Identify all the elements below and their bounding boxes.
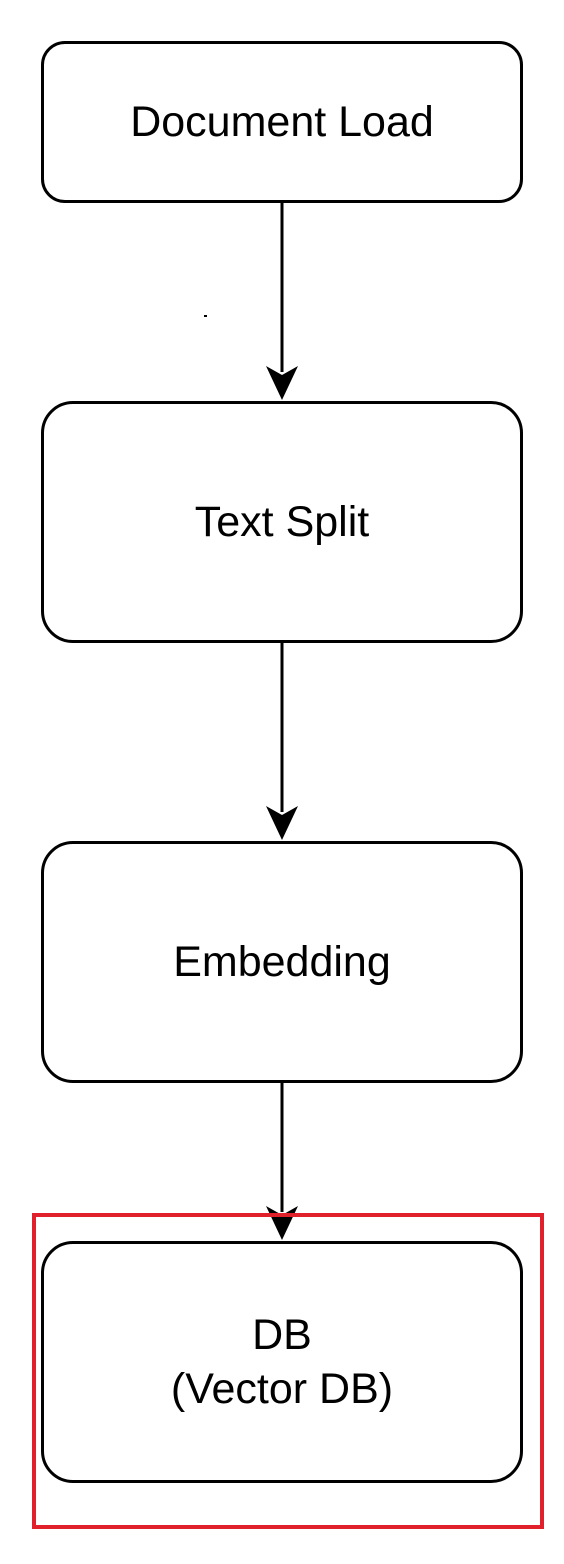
node-label: DB [252, 1311, 312, 1359]
stray-dot [204, 315, 207, 317]
node-text-split: Text Split [41, 401, 523, 643]
node-label: Embedding [173, 938, 391, 986]
node-embedding: Embedding [41, 841, 523, 1083]
node-label: Text Split [194, 498, 370, 546]
arrow-load-to-split [266, 203, 298, 400]
node-sublabel: (Vector DB) [170, 1365, 394, 1413]
node-label: Document Load [130, 98, 434, 146]
arrow-split-to-embedding [266, 643, 298, 840]
node-db: DB (Vector DB) [41, 1241, 523, 1483]
highlight-box [32, 1213, 544, 1529]
node-document-load: Document Load [41, 41, 523, 203]
